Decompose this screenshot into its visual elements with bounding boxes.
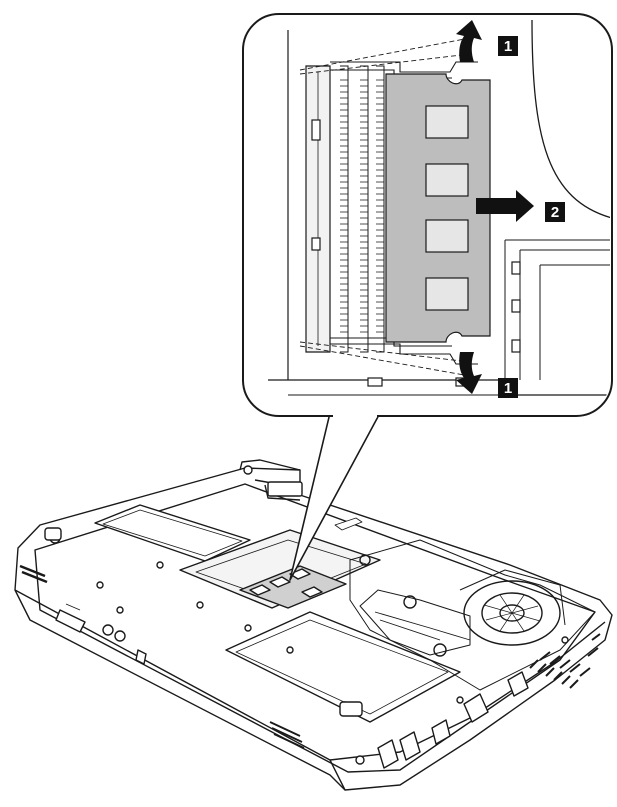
- svg-text:1: 1: [504, 38, 512, 55]
- ram-chip-4: [425, 277, 469, 311]
- svg-text:1: 1: [504, 380, 512, 397]
- housing-curve: [531, 19, 610, 219]
- ram-module: [385, 73, 491, 343]
- cover-upper-left: [94, 504, 251, 562]
- latch-arrow-up: [456, 20, 482, 62]
- front-ports: [377, 671, 529, 769]
- label-stripes: [269, 721, 305, 749]
- callout-2: 2: [545, 202, 565, 222]
- ram-chip-2: [425, 163, 469, 197]
- bay-ram-module: [239, 565, 347, 609]
- svg-text:2: 2: [551, 204, 559, 221]
- memory-bay: [179, 529, 381, 609]
- arrows: [456, 20, 534, 394]
- ram-board: [385, 73, 491, 343]
- remove-arrow-right: [476, 190, 534, 222]
- callout-1-bottom: 1: [498, 378, 518, 398]
- ram-chip-1: [425, 105, 469, 139]
- vent-grille: [529, 633, 601, 689]
- ram-chip-3: [425, 219, 469, 253]
- ram-socket: [305, 65, 385, 353]
- right-bay: [504, 239, 610, 380]
- latches: [299, 37, 478, 377]
- latch-arrow-down: [456, 352, 482, 394]
- laptop-base: [14, 459, 613, 791]
- thermal-module: [349, 539, 596, 691]
- fan: [459, 569, 566, 646]
- zoom-pointer: [289, 412, 381, 581]
- cover-lower: [225, 611, 461, 723]
- callout-1-top: 1: [498, 36, 518, 56]
- screws: [44, 465, 569, 765]
- left-ports: [19, 564, 147, 665]
- zoom-panel: 1 2 1: [242, 13, 613, 418]
